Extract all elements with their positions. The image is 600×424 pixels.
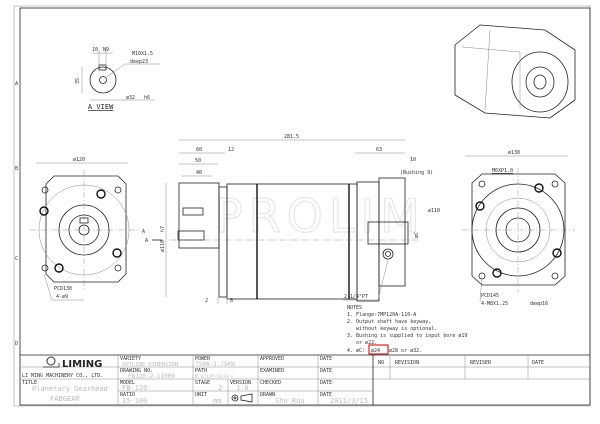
port-label: 2-1/4"PT bbox=[344, 294, 368, 300]
note-2: 2. Output shaft have keyway, bbox=[347, 319, 431, 325]
a-view-label: A VIEW bbox=[88, 103, 114, 111]
note-3-cont: or ø22. bbox=[347, 340, 377, 346]
isometric-view bbox=[454, 24, 576, 119]
a-view-diameter: ø32 bbox=[126, 95, 135, 101]
title-label: TITLE bbox=[22, 380, 37, 386]
output-depth: deep16 bbox=[530, 301, 548, 307]
a-view-key-width: 10 bbox=[92, 47, 98, 53]
rev-date-label: DATE bbox=[532, 360, 544, 366]
side-arrow-label: A bbox=[145, 238, 148, 244]
drawn-value: Shu Rou bbox=[275, 397, 305, 405]
note-2-cont: without keyway is optional. bbox=[347, 326, 437, 332]
model-label: MODEL bbox=[120, 380, 135, 386]
drawn-date-value: 2011/3/15 bbox=[330, 397, 368, 405]
bushing-label: (Bushing 9) bbox=[400, 170, 433, 176]
ratio-value: 15-100 bbox=[122, 397, 147, 405]
dim-8: 8 bbox=[230, 298, 233, 304]
note-4-highlight: ø24 bbox=[371, 348, 380, 354]
power-value: 750W-3.75KW bbox=[195, 361, 235, 368]
dim-phi-c: øC bbox=[414, 232, 420, 238]
a-view-thread: M10X1.5 bbox=[132, 51, 153, 57]
stage-value: 2 bbox=[218, 384, 222, 392]
model-value: FB-120 bbox=[122, 384, 147, 392]
stage-label: STAGE bbox=[195, 380, 210, 386]
a-view-key-tol: N9 bbox=[103, 47, 109, 53]
company-logo: LIMING bbox=[43, 356, 102, 370]
output-view: ø130 M6XP1.0 PCD145 4-M8X1.25 deep16 bbox=[462, 150, 575, 307]
projection-symbol-icon bbox=[231, 393, 253, 403]
zone-d: D bbox=[15, 341, 18, 347]
checked-date-label: DATE bbox=[320, 380, 332, 386]
rev-no-label: NO bbox=[378, 360, 384, 366]
note-3: 3. Bushing is supplied to input bore ø19 bbox=[347, 333, 467, 339]
power-label: POWER bbox=[195, 356, 211, 362]
ratio-label: RATIO bbox=[120, 392, 135, 398]
examined-label: EXAMINED bbox=[260, 368, 284, 374]
unit-label: UNIT bbox=[195, 392, 207, 398]
dim-2: 2 bbox=[205, 298, 208, 304]
variety-value: OUTLINE DIMENSION bbox=[122, 362, 178, 368]
front-view: ø120 PCD130 4-ø9 A bbox=[30, 157, 145, 301]
examined-date-label: DATE bbox=[320, 368, 332, 374]
drawing-no-value: FB120-2-110M9 bbox=[128, 373, 175, 380]
note-4-rest: ø28 or ø32. bbox=[389, 348, 422, 354]
front-holes: 4-ø9 bbox=[56, 294, 68, 300]
path-label: PATH bbox=[195, 368, 207, 374]
note-1: 1. Flange:7MP120A-110-A bbox=[347, 312, 416, 318]
side-view: 281.5 60 12 50 40 63 10 (Bushing 9) ø110… bbox=[145, 134, 440, 304]
title-value-1: Planetary Gearhead bbox=[32, 385, 108, 393]
notes: NOTES 1. Flange:7MP120A-110-A 2. Output … bbox=[347, 305, 467, 355]
dim-60: 60 bbox=[196, 147, 202, 153]
dim-overall: 281.5 bbox=[284, 134, 299, 140]
a-view-diameter-tol: h6 bbox=[144, 95, 150, 101]
unit-value: mm bbox=[213, 397, 221, 405]
drawn-date-label: DATE bbox=[320, 392, 332, 398]
dim-pilot-right: ø110 bbox=[428, 208, 440, 214]
output-width: ø130 bbox=[508, 150, 520, 156]
dim-50: 50 bbox=[195, 158, 201, 164]
checked-label: CHECKED bbox=[260, 380, 281, 386]
variety-label: VARIETY bbox=[120, 356, 141, 362]
zone-b: B bbox=[15, 166, 18, 172]
drawing-border bbox=[19, 7, 591, 406]
dim-pilot-tol: h7 bbox=[160, 226, 166, 232]
watermark: PROLIM bbox=[215, 189, 426, 243]
dim-pilot: ø110 bbox=[160, 240, 166, 252]
path-value: N:\K\LM7\AS\FB-F bbox=[195, 374, 234, 379]
output-holes: 4-M8X1.25 bbox=[481, 301, 508, 307]
a-view-height: 35 bbox=[75, 78, 81, 84]
dim-10: 10 bbox=[410, 157, 416, 163]
drawing-no-label: DRAWING NO. bbox=[120, 368, 153, 374]
title-value-2: FABGEAR bbox=[50, 395, 80, 403]
output-thread: M6XP1.0 bbox=[492, 168, 513, 174]
note-4: 4. øC: bbox=[347, 348, 365, 354]
front-pcd: PCD130 bbox=[54, 286, 72, 292]
drawn-label: DRAWN bbox=[260, 392, 275, 398]
zone-a: A bbox=[15, 81, 18, 87]
revision-label: REVISION bbox=[395, 360, 419, 366]
a-view: 10 N9 35 M10X1.5 deep23 ø32 h6 A VIEW bbox=[75, 47, 160, 111]
approved-label: APPROVED bbox=[260, 356, 284, 362]
approved-date-label: DATE bbox=[320, 356, 332, 362]
dim-40: 40 bbox=[196, 170, 202, 176]
company-name: LI MING MACHINERY CO., LTD. bbox=[22, 373, 103, 379]
title-block: LIMING LI MING MACHINERY CO., LTD. TITLE… bbox=[20, 354, 590, 405]
output-pcd: PCD145 bbox=[481, 293, 499, 299]
front-arrow-label: A bbox=[142, 229, 145, 235]
highlight-box bbox=[368, 344, 389, 355]
reviser-label: REVISER bbox=[470, 360, 492, 366]
version-value: 1.0 bbox=[236, 384, 249, 392]
version-label: VERSION bbox=[230, 380, 251, 386]
front-width: ø120 bbox=[73, 157, 85, 163]
logo-text: LIMING bbox=[62, 359, 102, 370]
zone-c: C bbox=[15, 256, 18, 262]
notes-heading: NOTES bbox=[347, 305, 362, 311]
dim-12: 12 bbox=[228, 147, 234, 153]
dim-63: 63 bbox=[376, 147, 382, 153]
a-view-depth: deep23 bbox=[130, 59, 148, 65]
